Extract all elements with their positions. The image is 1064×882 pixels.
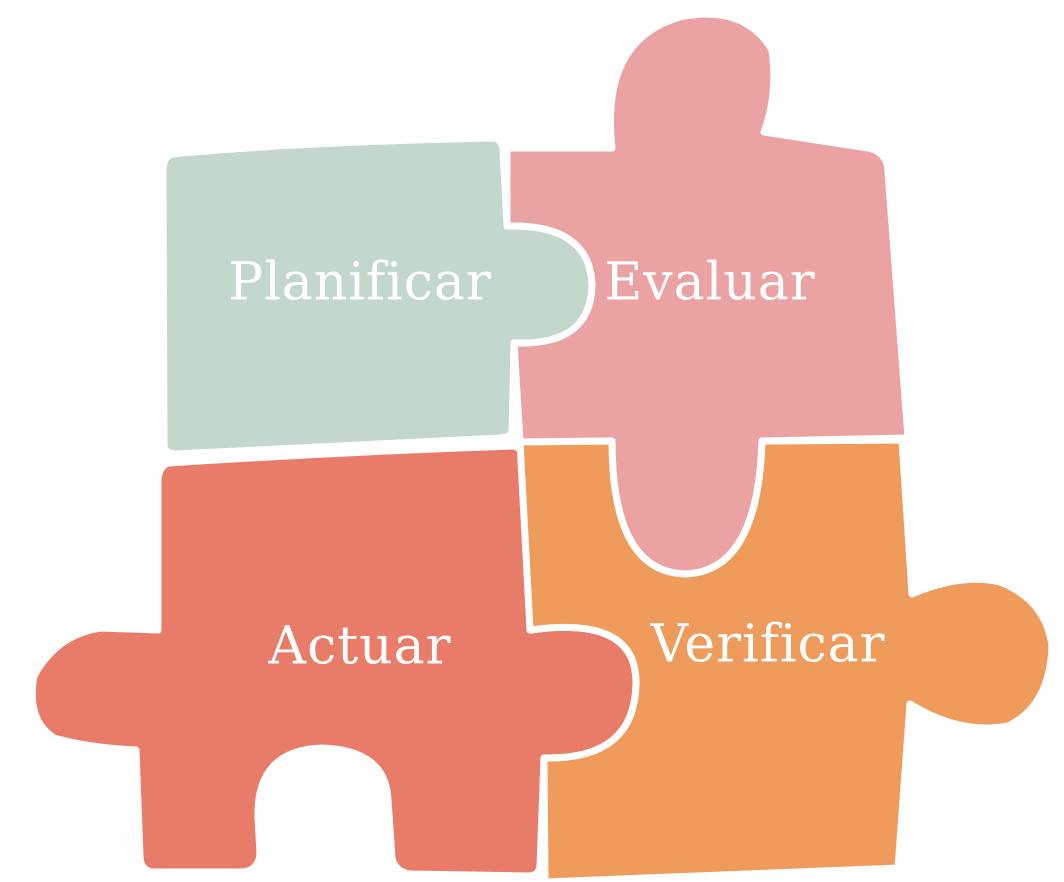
label-plan: Planificar	[228, 253, 492, 313]
label-verify: Verificar	[650, 615, 886, 675]
puzzle-piece-verify	[516, 436, 1056, 882]
label-evaluate: Evaluar	[604, 253, 815, 313]
label-act: Actuar	[268, 617, 452, 677]
